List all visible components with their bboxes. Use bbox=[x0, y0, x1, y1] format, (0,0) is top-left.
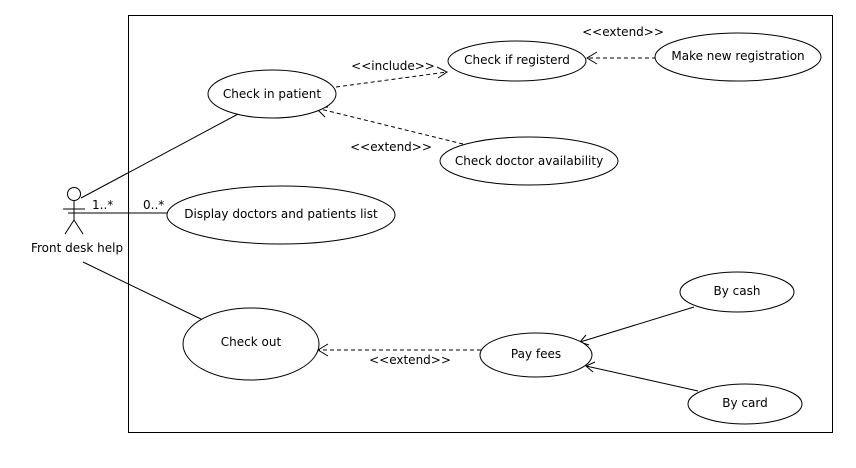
usecase-check-in-patient-shape bbox=[207, 69, 337, 119]
multiplicity-usecase-end: 0..* bbox=[143, 198, 164, 212]
extend-registration-arrow-head bbox=[586, 51, 598, 65]
association-check-in bbox=[80, 112, 241, 199]
extend-payfees-label: <<extend>> bbox=[369, 353, 451, 367]
actor-front-desk-help[interactable]: Front desk help bbox=[31, 187, 123, 256]
include-label: <<include>> bbox=[351, 59, 435, 73]
usecase-by-card-shape bbox=[687, 383, 803, 425]
extend-registration-label: <<extend>> bbox=[582, 25, 664, 39]
usecase-check-if-registered-shape bbox=[447, 40, 587, 82]
usecase-by-card-label: By card bbox=[722, 396, 767, 410]
usecase-by-cash-shape bbox=[679, 271, 795, 313]
actor-right-leg bbox=[73, 219, 84, 235]
usecase-check-in-patient-label: Check in patient bbox=[223, 87, 321, 101]
association-by-cash bbox=[579, 306, 695, 343]
usecase-make-new-registration-shape bbox=[654, 32, 822, 82]
usecase-make-new-registration-label: Make new registration bbox=[671, 49, 804, 63]
include-dependency bbox=[335, 71, 448, 88]
usecase-check-if-registered[interactable]: Check if registerd bbox=[447, 40, 587, 82]
usecase-check-out[interactable]: Check out bbox=[182, 307, 320, 381]
usecase-check-out-shape bbox=[182, 307, 320, 381]
usecase-by-card[interactable]: By card bbox=[687, 383, 803, 425]
usecase-display-list-label: Display doctors and patients list bbox=[184, 207, 378, 221]
usecase-check-out-label: Check out bbox=[221, 335, 282, 349]
actor-label: Front desk help bbox=[31, 241, 123, 255]
actor-left-leg bbox=[64, 219, 75, 235]
usecase-display-list-shape bbox=[166, 185, 396, 245]
usecase-make-new-registration[interactable]: Make new registration bbox=[654, 32, 822, 82]
usecase-pay-fees-label: Pay fees bbox=[511, 347, 561, 361]
usecase-check-in-patient[interactable]: Check in patient bbox=[207, 69, 337, 119]
extend-availability-dependency bbox=[315, 107, 464, 145]
usecase-display-doctors-and-patients-list[interactable]: Display doctors and patients list bbox=[166, 185, 396, 245]
association-check-out bbox=[82, 261, 206, 322]
usecase-pay-fees-shape bbox=[479, 332, 593, 378]
by-card-arrow-head bbox=[585, 361, 596, 373]
extend-availability-label: <<extend>> bbox=[350, 140, 432, 154]
association-by-card bbox=[585, 365, 699, 392]
usecase-check-if-registered-label: Check if registerd bbox=[464, 53, 570, 67]
usecase-check-doctor-availability-label: Check doctor availability bbox=[455, 154, 603, 168]
usecase-pay-fees[interactable]: Pay fees bbox=[479, 332, 593, 378]
usecase-by-cash-label: By cash bbox=[714, 284, 761, 298]
usecase-by-cash[interactable]: By cash bbox=[679, 271, 795, 313]
actor-head bbox=[67, 187, 81, 201]
usecase-check-doctor-availability-shape bbox=[439, 136, 619, 186]
usecase-check-doctor-availability[interactable]: Check doctor availability bbox=[439, 136, 619, 186]
multiplicity-actor-end: 1..* bbox=[92, 198, 113, 212]
include-arrow-head bbox=[436, 66, 448, 79]
